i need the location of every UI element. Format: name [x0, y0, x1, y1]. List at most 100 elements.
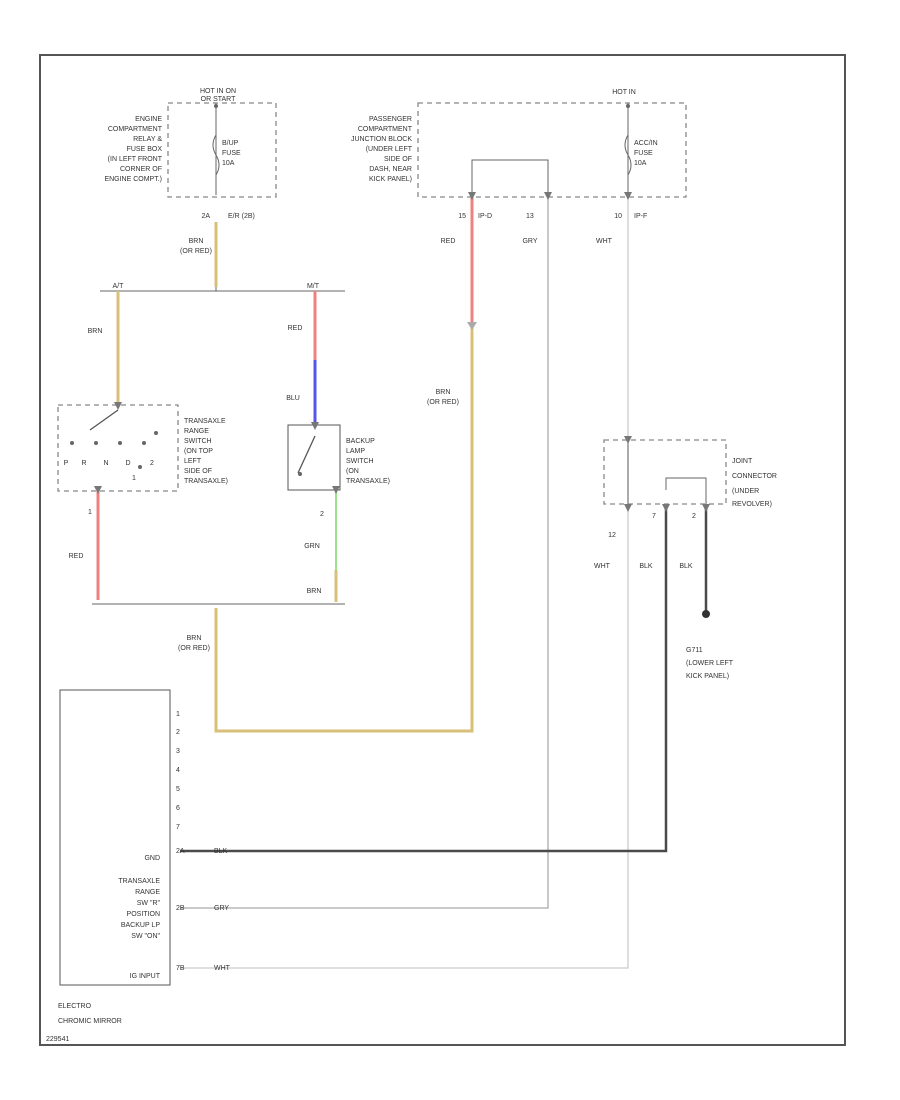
range-switch-name-5: LEFT — [184, 458, 202, 465]
backup-switch-name-4: (ON — [346, 468, 359, 475]
ground-name-2: (LOWER LEFT — [686, 660, 734, 667]
splice-label-at: A/T — [113, 283, 125, 290]
wire-label-brn-junction-1: BRN — [436, 389, 451, 396]
joint-pin-2-label: 2 — [692, 513, 696, 520]
wire-label-brn-backup: BRN — [307, 588, 322, 595]
passenger-junction-border — [417, 102, 687, 198]
joint-wire-label-blk-2: BLK — [679, 563, 693, 570]
mirror-name-2: CHROMIC MIRROR — [58, 1018, 122, 1025]
joint-pin-12-label: 12 — [608, 532, 616, 539]
engine-fuse-label-3: 10A — [222, 160, 235, 167]
junction-name-2: COMPARTMENT — [358, 126, 413, 133]
wire-label-brn-junction-2: (OR RED) — [427, 399, 459, 406]
junction-pin-15-marker — [468, 192, 476, 200]
joint-pin-7-marker — [662, 504, 670, 512]
junction-pin-10-label: 10 — [614, 213, 622, 220]
junction-name-7: KICK PANEL) — [369, 176, 412, 183]
backup-switch-bottom-pin — [332, 486, 340, 494]
wire-label-brn-bottom-2: (OR RED) — [178, 645, 210, 652]
backup-switch-name-5: TRANSAXLE) — [346, 478, 390, 485]
engine-wire-label-2: (OR RED) — [180, 248, 212, 255]
wire-label-gry-ipd: GRY — [522, 238, 537, 245]
range-switch-bottom-pin — [94, 486, 102, 494]
range-pos-d: D — [125, 460, 130, 467]
range-pos-1: 1 — [132, 475, 136, 482]
junction-inner-loop — [471, 159, 549, 196]
range-switch-pin-bottom: 1 — [88, 509, 92, 516]
mirror-gnd-label: GND — [144, 855, 160, 862]
backup-switch-name-3: SWITCH — [346, 458, 374, 465]
engine-fuse-box: HOT IN ON OR START B/UP FUSE 10A ENGINE … — [104, 88, 277, 255]
engine-hot-label-1: HOT IN ON — [200, 88, 236, 95]
mirror-pin-2: 2 — [176, 729, 180, 736]
engine-fusebox-name-1: ENGINE — [135, 116, 162, 123]
range-switch-border — [57, 404, 179, 492]
engine-fuse-label-1: B/UP — [222, 140, 239, 147]
backup-switch-name-1: BACKUP — [346, 438, 375, 445]
wire-label-blu-mt: BLU — [286, 395, 300, 402]
range-switch: P R N D 2 1 1 TRANSAXLE RANGE SWITCH (ON… — [57, 402, 228, 560]
range-switch-name-1: TRANSAXLE — [184, 418, 226, 425]
mirror-pin-3: 3 — [176, 748, 180, 755]
mirror-range-label-4: POSITION — [127, 911, 160, 918]
mirror-name-1: ELECTRO — [58, 1003, 92, 1010]
junction-name-6: DASH, NEAR — [369, 166, 412, 173]
joint-pin-12-marker — [624, 504, 632, 512]
ground-name-3: KICK PANEL) — [686, 673, 729, 680]
wire-label-brn-bottom-1: BRN — [187, 635, 202, 642]
engine-fuse-box-border — [167, 102, 277, 198]
joint-wire-label-wht: WHT — [594, 563, 611, 570]
junction-fuse-label-1: ACC/IN — [634, 140, 658, 147]
ground-name-1: G711 — [686, 647, 703, 654]
joint-connector-name-3: (UNDER — [732, 488, 759, 495]
mirror-pin-1: 1 — [176, 711, 180, 718]
joint-connector-border — [603, 439, 727, 505]
junction-name-3: JUNCTION BLOCK — [351, 136, 412, 143]
diagram-id: 229541 — [46, 1036, 69, 1043]
splice-label-mt: M/T — [307, 283, 320, 290]
engine-connector-label: E/R (2B) — [228, 213, 255, 220]
mt-connector-marker — [467, 322, 477, 330]
joint-wire-label-blk-1: BLK — [639, 563, 653, 570]
junction-pin-13-marker — [544, 192, 552, 200]
joint-connector-top-pin — [624, 436, 632, 444]
backup-switch-arm — [297, 435, 316, 474]
wire-gry-mirror — [180, 196, 549, 909]
backup-switch-name-2: LAMP — [346, 448, 365, 455]
range-pos-2: 2 — [150, 460, 154, 467]
mirror-border — [59, 689, 171, 986]
range-switch-name-2: RANGE — [184, 428, 209, 435]
junction-conn-ipf-label: IP-F — [634, 213, 647, 220]
joint-connector: 12 7 2 JOINT CONNECTOR (UNDER REVOLVER) … — [594, 436, 777, 570]
engine-fusebox-name-2: COMPARTMENT — [108, 126, 163, 133]
wire-blk-gnd — [180, 508, 668, 853]
engine-fuse-top-node — [214, 104, 218, 108]
engine-fusebox-name-4: FUSE BOX — [127, 146, 163, 153]
backup-switch-contact — [298, 472, 302, 476]
backup-switch-top-pin — [311, 422, 319, 430]
wire-brn-to-mirror — [214, 325, 474, 733]
passenger-junction-block: HOT IN ACC/IN FUSE 10A PASSENGER COMPART… — [351, 89, 687, 245]
joint-pin-7-label: 7 — [652, 513, 656, 520]
mirror-ig-label: IG INPUT — [130, 973, 161, 980]
joint-connector-name-1: JOINT — [732, 458, 753, 465]
range-contact-1 — [138, 465, 142, 469]
wire-label-grn-backup: GRN — [304, 543, 320, 550]
mirror-gnd-wire-label: BLK — [214, 848, 228, 855]
junction-fuse-label-3: 10A — [634, 160, 647, 167]
junction-fuse-top-node — [626, 104, 630, 108]
wire-label-red-mt: RED — [288, 325, 303, 332]
range-pos-n: N — [103, 460, 108, 467]
range-switch-name-7: TRANSAXLE) — [184, 478, 228, 485]
engine-hot-label-2: OR START — [201, 96, 236, 103]
ground-g711: G711 (LOWER LEFT KICK PANEL) — [686, 610, 734, 680]
range-switch-top-pin — [114, 402, 122, 410]
wires — [92, 159, 708, 969]
junction-hot-label: HOT IN — [612, 89, 636, 96]
range-switch-arm — [89, 409, 119, 431]
junction-pin-13-label: 13 — [526, 213, 534, 220]
junction-pin-15-label: 15 — [458, 213, 466, 220]
engine-fuse-label-2: FUSE — [222, 150, 241, 157]
joint-inner-bar — [665, 477, 707, 508]
mirror-ig-wire-label: WHT — [214, 965, 231, 972]
